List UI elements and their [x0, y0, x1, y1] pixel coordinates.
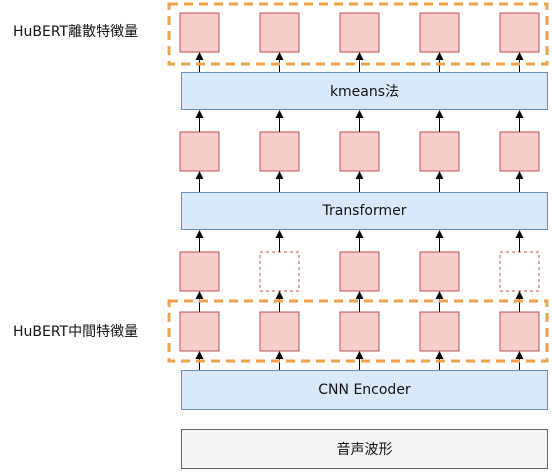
transformer-out-token-5 — [499, 131, 540, 172]
discrete-token-1 — [179, 12, 220, 53]
transformer-out-token-3 — [339, 131, 380, 172]
discrete-features-highlight — [167, 2, 549, 66]
intermediate-token-2 — [259, 311, 300, 352]
masked-token-2 — [259, 251, 300, 292]
transformer-block: Transformer — [181, 192, 548, 230]
masked-input-token-3 — [339, 251, 380, 292]
transformer-out-token-2 — [259, 131, 300, 172]
masked-input-token-1 — [179, 251, 220, 292]
cnn-encoder-block: CNN Encoder — [181, 370, 548, 410]
discrete-token-2 — [259, 12, 300, 53]
masked-input-token-4 — [419, 251, 460, 292]
intermediate-token-1 — [179, 311, 220, 352]
discrete-token-3 — [339, 12, 380, 53]
transformer-out-token-1 — [179, 131, 220, 172]
waveform-block: 音声波形 — [181, 429, 548, 469]
discrete-features-label: HuBERT離散特徴量 — [13, 24, 139, 40]
intermediate-token-5 — [499, 311, 540, 352]
masked-token-5 — [499, 251, 540, 292]
intermediate-token-3 — [339, 311, 380, 352]
intermediate-features-label: HuBERT中間特徴量 — [13, 324, 139, 340]
intermediate-features-highlight — [167, 299, 549, 363]
intermediate-token-4 — [419, 311, 460, 352]
transformer-out-token-4 — [419, 131, 460, 172]
discrete-token-4 — [419, 12, 460, 53]
discrete-token-5 — [499, 12, 540, 53]
kmeans-block: kmeans法 — [181, 72, 548, 110]
